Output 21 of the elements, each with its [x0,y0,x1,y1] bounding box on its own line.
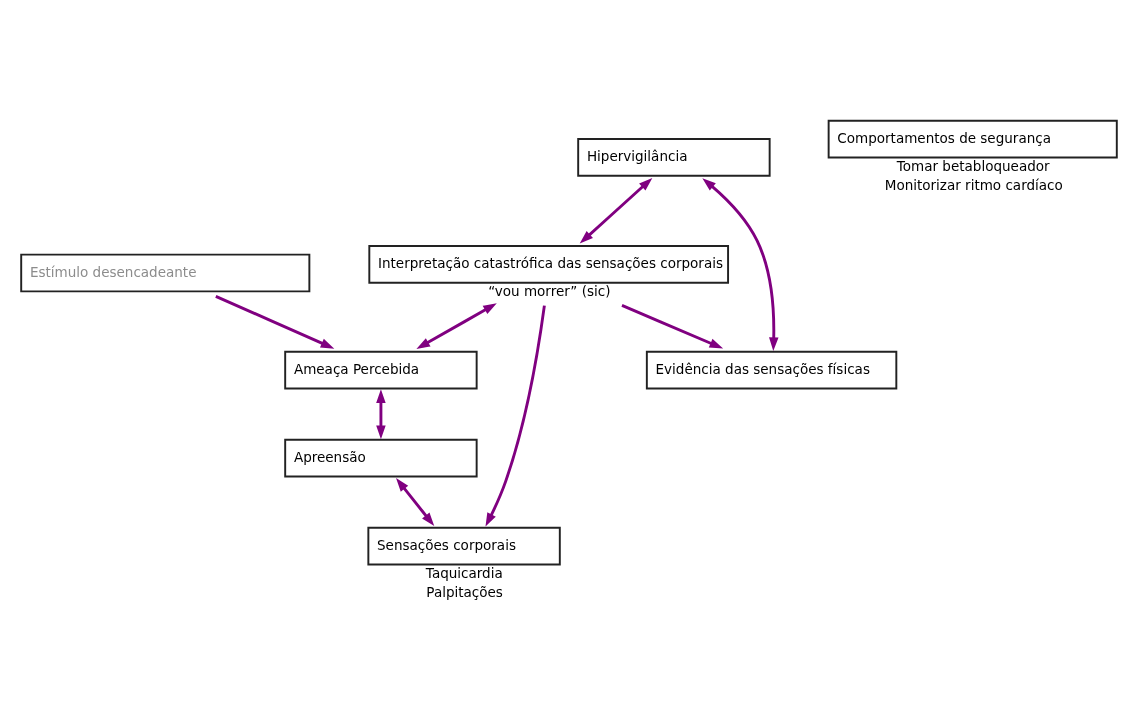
node-box: Sensações corporais [367,526,561,566]
arrow [376,389,386,440]
node-label: Tomar betabloqueador [896,158,1050,175]
arrow [215,294,335,349]
arrow [485,305,546,527]
node-label: Taquicardia [425,565,503,582]
arrow [416,303,497,349]
arrow [579,177,653,244]
node-label: “vou morrer” (sic) [488,283,611,300]
node-box: Estímulo desencadeante [20,253,311,293]
node-label: Monitorizar ritmo cardíaco [884,176,1063,193]
node-box: Apreensão [284,438,478,478]
node-box: Evidência das sensações físicas [645,350,898,390]
node-box: Comportamentos de segurança [827,119,1118,159]
arrow [702,178,779,351]
node-box: Hipervigilância [577,138,771,177]
node-box: Ameaça Percebida [284,350,478,390]
arrow [621,304,724,349]
node-box: Interpretação catastrófica das sensações corporais [368,244,730,284]
arrow [396,478,435,527]
node-label: Palpitações [426,583,503,600]
